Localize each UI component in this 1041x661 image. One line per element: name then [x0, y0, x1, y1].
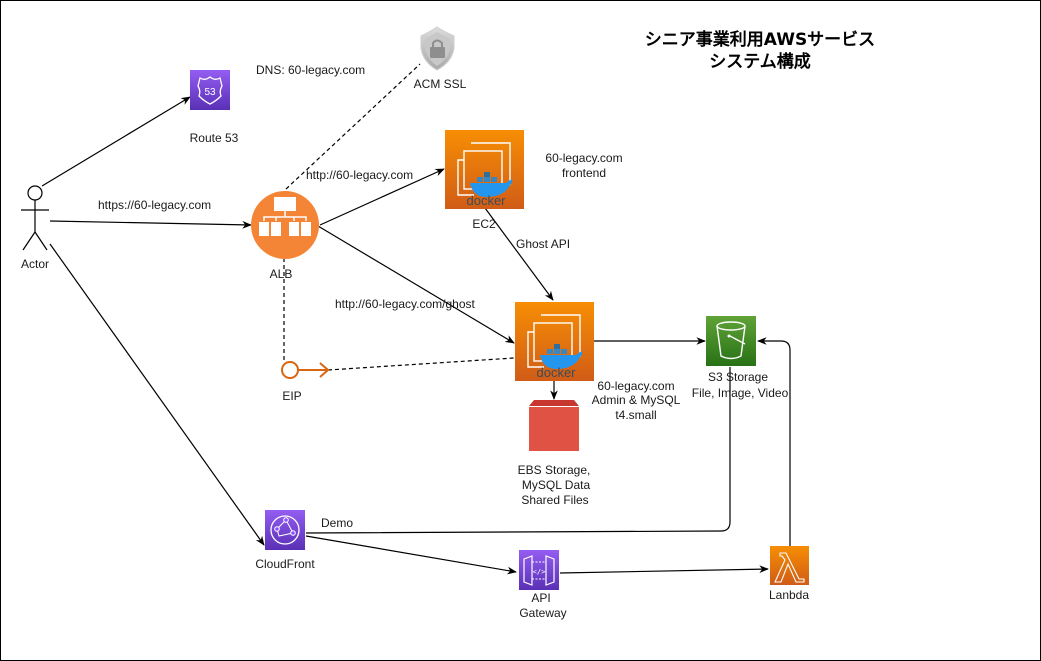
ebs-volume-icon — [529, 400, 579, 451]
edge-alb-ec2[interactable] — [319, 168, 445, 226]
admin-annotation-line1: 60-legacy.com — [597, 379, 674, 393]
route53-shield-icon: 53 — [190, 70, 230, 110]
edge-apigw-lambda[interactable] — [559, 565, 769, 574]
frontend-annotation-line1: 60-legacy.com — [545, 151, 622, 165]
edge-ec2-ghost-api[interactable] — [484, 207, 554, 301]
s3-label-line2: File, Image, Video — [692, 386, 789, 400]
cloudfront-node[interactable]: CloudFront — [255, 510, 315, 571]
docker-whale-icon — [540, 344, 583, 369]
alb-node[interactable]: ALB — [251, 191, 319, 281]
docker-text: docker — [466, 193, 506, 208]
apigw-label-line2: Gateway — [519, 606, 566, 620]
actor-node[interactable]: Actor — [21, 185, 49, 271]
edge-cloudfront-apigw[interactable] — [305, 535, 517, 575]
docker-text: docker — [536, 365, 576, 380]
admin-annotation-line3: t4.small — [615, 408, 656, 422]
eip-node[interactable]: EIP — [281, 361, 330, 403]
edge-alb-ghost[interactable] — [317, 225, 515, 344]
alb-label: ALB — [270, 267, 293, 281]
edges — [41, 63, 791, 575]
shield-lock-icon — [420, 26, 455, 71]
ebs-label-line1: EBS Storage, — [518, 463, 591, 477]
lambda-icon — [770, 546, 809, 585]
route53-node[interactable]: 53 Route 53 — [190, 70, 239, 145]
lambda-node[interactable]: Lanbda — [769, 546, 809, 602]
ebs-node[interactable]: EBS Storage, MySQL Data Shared Files — [518, 400, 591, 507]
edge-eip-admin[interactable] — [327, 357, 515, 371]
dns-annotation: DNS: 60-legacy.com — [256, 63, 365, 77]
ec2-frontend-label: EC2 — [472, 217, 496, 231]
acm-label: ACM SSL — [414, 77, 467, 91]
ebs-label-line2: MySQL Data — [522, 478, 591, 492]
apigw-label-line1: API — [531, 591, 550, 605]
eip-label: EIP — [282, 389, 301, 403]
lambda-label: Lanbda — [769, 588, 809, 602]
stick-figure-icon — [21, 185, 49, 251]
edge-lambda-s3[interactable] — [757, 337, 791, 546]
edge-actor-route53[interactable] — [41, 96, 191, 187]
cloudfront-label: CloudFront — [255, 557, 315, 571]
diagram-title-line1: シニア事業利用AWSサービス — [645, 29, 875, 50]
edge-label-ghost-api: Ghost API — [516, 237, 570, 251]
svg-text:</>: </> — [533, 568, 546, 576]
admin-annotation-line2: Admin & MySQL — [592, 393, 681, 407]
ec2-frontend-node[interactable]: docker EC2 — [445, 130, 524, 231]
edge-label-ghost: http://60-legacy.com/ghost — [335, 297, 476, 311]
ec2-admin-node[interactable]: docker — [515, 302, 594, 381]
apigw-node[interactable]: </> API Gateway — [519, 550, 567, 620]
docker-whale-icon — [470, 172, 513, 197]
edge-label-demo: Demo — [321, 516, 353, 530]
edge-label-http: http://60-legacy.com — [306, 168, 413, 182]
acm-node[interactable]: ACM SSL — [414, 26, 467, 91]
edge-actor-cloudfront[interactable] — [49, 243, 265, 546]
s3-label-line1: S3 Storage — [708, 370, 768, 384]
edge-actor-alb[interactable] — [49, 220, 252, 229]
ec2-docker-icon: docker — [445, 130, 524, 209]
frontend-annotation-line2: frontend — [562, 166, 606, 180]
load-balancer-icon — [251, 191, 319, 259]
s3-node[interactable]: S3 Storage File, Image, Video — [692, 316, 789, 400]
route53-badge: 53 — [204, 87, 216, 98]
elastic-ip-icon — [281, 361, 330, 379]
s3-bucket-icon — [706, 316, 756, 366]
ec2-docker-icon: docker — [515, 302, 594, 381]
ebs-label-line3: Shared Files — [521, 493, 588, 507]
api-gateway-icon: </> — [519, 550, 559, 590]
cloudfront-icon — [265, 510, 305, 550]
route53-label: Route 53 — [190, 131, 239, 145]
edge-label-https: https://60-legacy.com — [98, 198, 211, 212]
diagram-title-line2: システム構成 — [709, 51, 811, 72]
actor-label: Actor — [21, 257, 49, 271]
edge-alb-acm[interactable] — [285, 63, 421, 190]
edge-cloudfront-s3-demo[interactable] — [305, 367, 731, 534]
